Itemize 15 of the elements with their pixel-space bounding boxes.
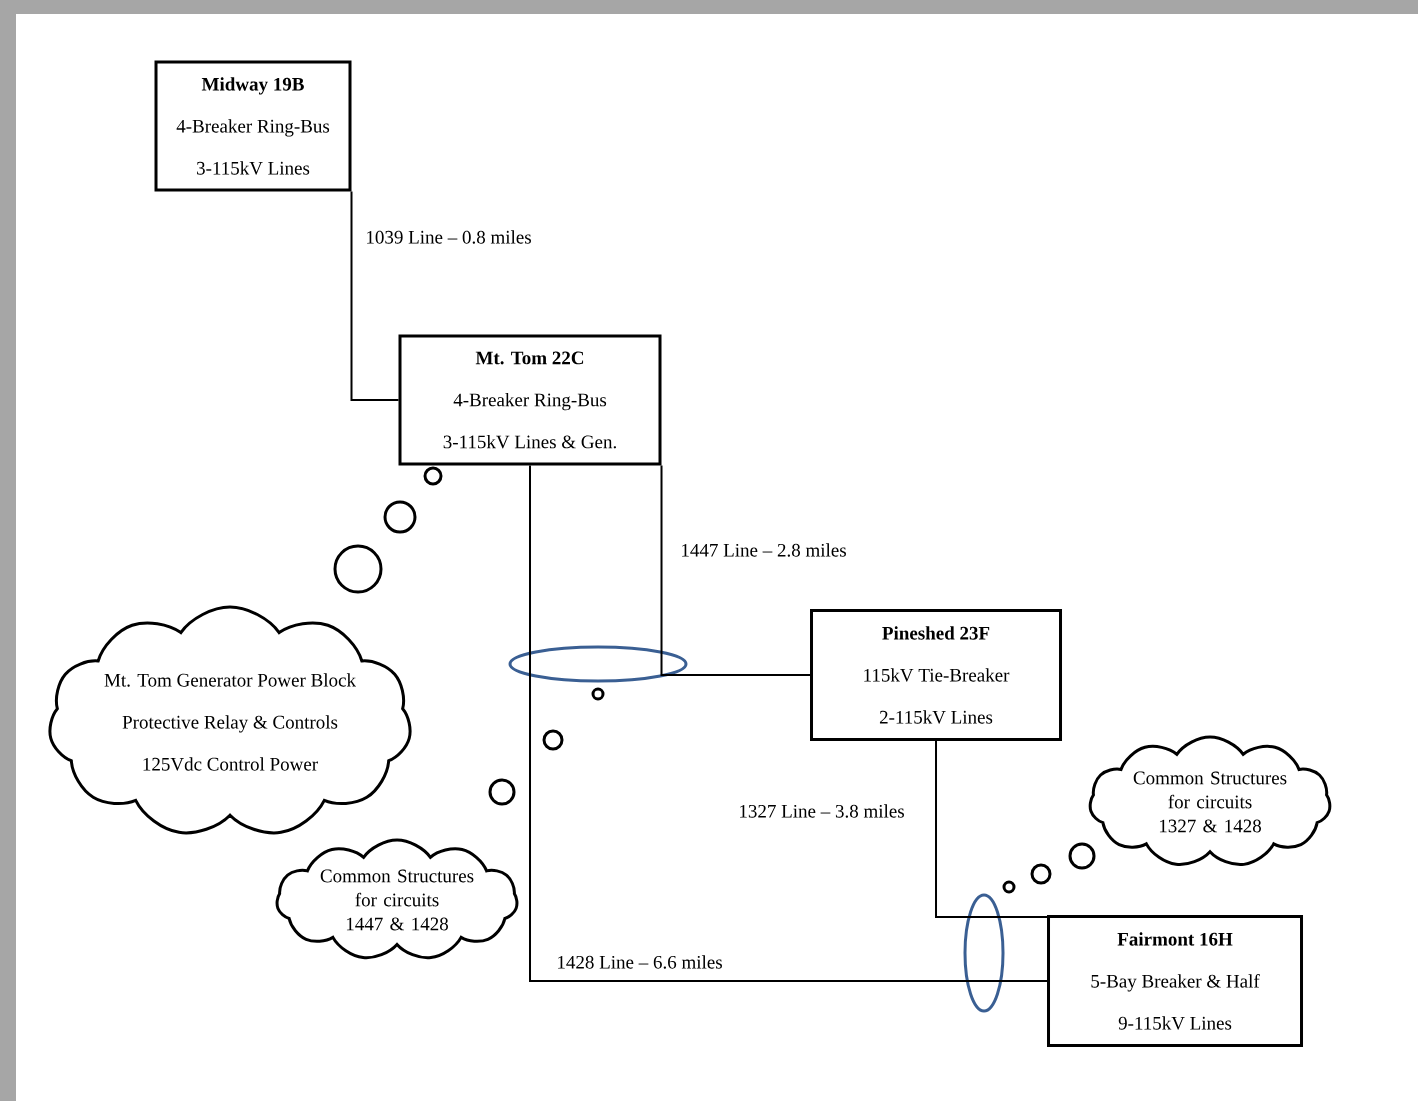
substation-box: Midway 19B 4-Breaker Ring-Bus 3-115kV Lines xyxy=(154,60,352,192)
edge-label: 1327 Line – 3.8 miles xyxy=(736,802,907,820)
connector-line xyxy=(660,464,811,676)
cloud-callout: Common Structures for circuits 1327 & 1428 xyxy=(1088,735,1332,867)
connector-line xyxy=(529,464,1048,982)
connector-line xyxy=(935,740,1048,918)
edge-label: 1447 Line – 2.8 miles xyxy=(678,541,849,559)
substation-box: Pineshed 23F 115kV Tie-Breaker 2-115kV Lines xyxy=(810,609,1062,741)
edge-label: 1428 Line – 6.6 miles xyxy=(554,953,725,971)
substation-box: Mt. Tom 22C 4-Breaker Ring-Bus 3-115kV Lines & Gen. xyxy=(398,334,662,466)
cloud-callout: Common Structures for circuits 1447 & 1428 xyxy=(275,838,519,960)
substation-box: Fairmont 16H 5-Bay Breaker & Half 9-115kV Lines xyxy=(1047,915,1303,1047)
edge-label: 1039 Line – 0.8 miles xyxy=(363,228,534,246)
connector-line xyxy=(350,190,400,401)
cloud-callout: Mt. Tom Generator Power Block Protective Relay & Controls 125Vdc Control Power xyxy=(48,605,412,835)
